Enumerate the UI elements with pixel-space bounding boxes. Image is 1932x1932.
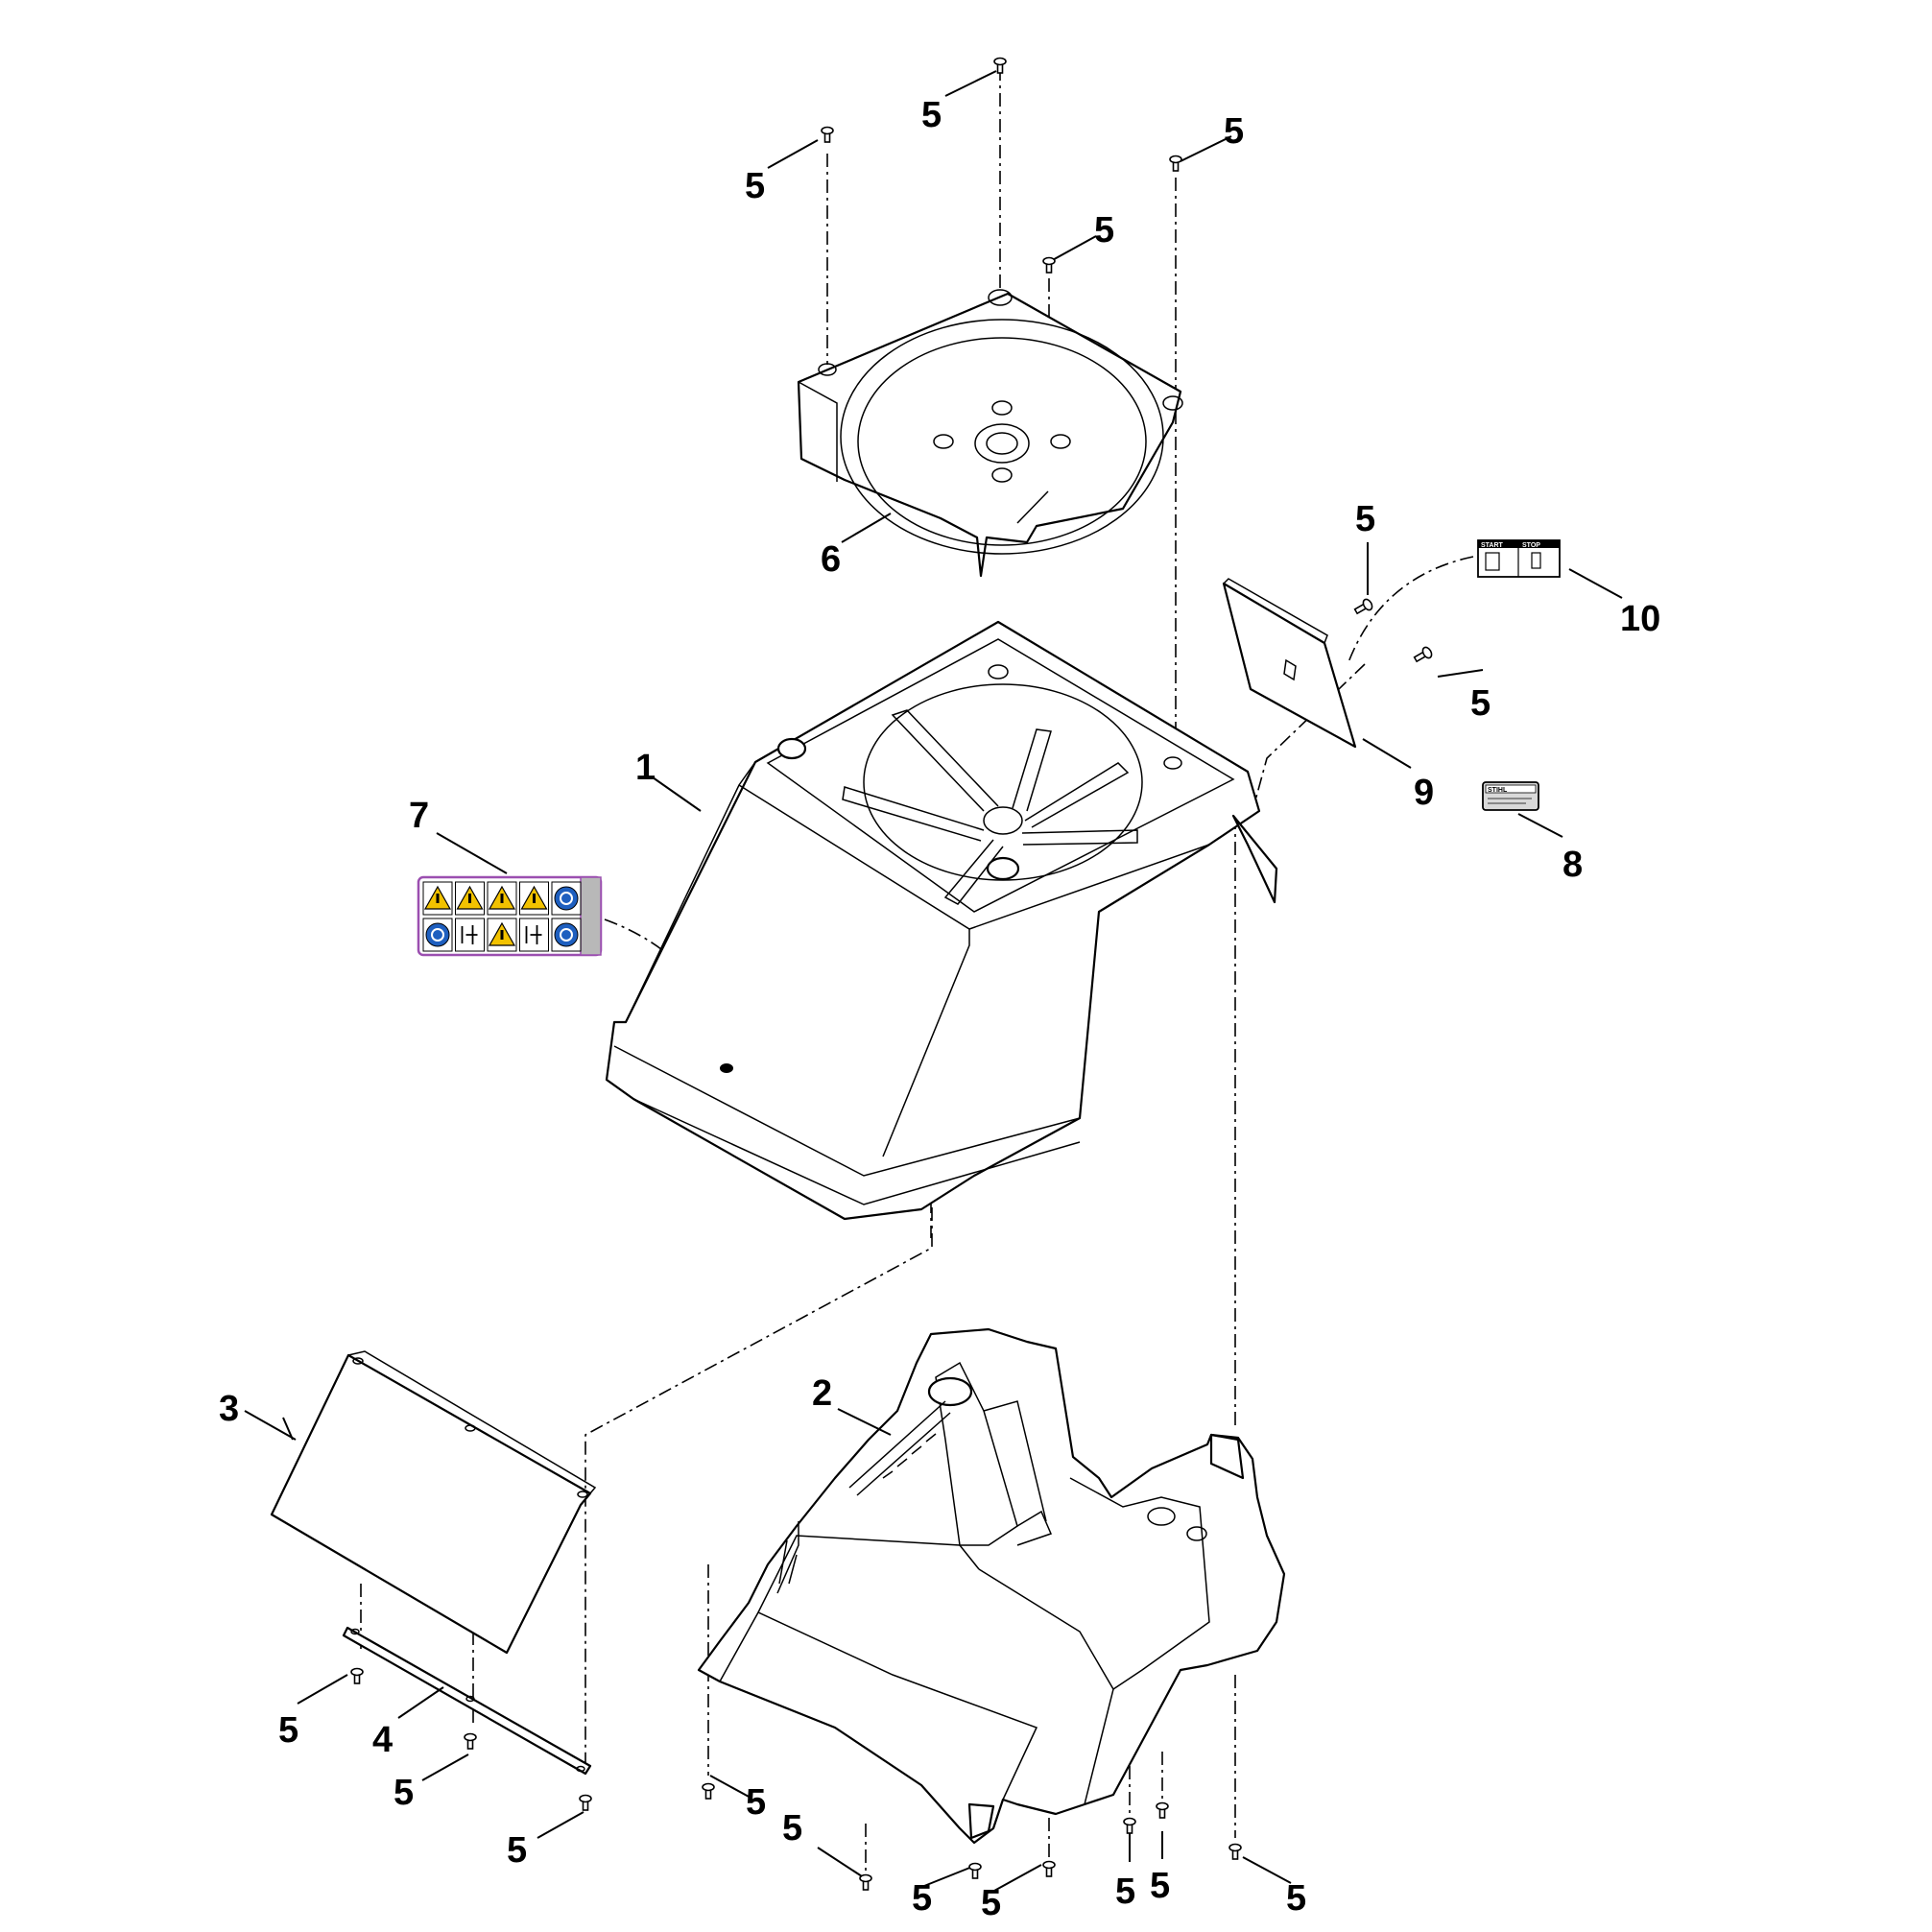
callout-5-e: 5 [1355,499,1375,539]
warning-pictogram-2 [455,881,485,916]
screw-item-5-15 [1156,1801,1169,1819]
callout-5-c: 5 [1224,111,1244,152]
callout-5-i: 5 [507,1830,527,1871]
callout-5-d: 5 [1094,210,1114,250]
screw-item-5-14 [1123,1817,1136,1834]
callout-7: 7 [409,796,429,836]
leader-lines [244,70,1623,1892]
warning-pictogram-1 [422,881,453,916]
warning-pictogram-6 [422,918,453,952]
part-2-lower-housing [697,1327,1286,1845]
callout-8: 8 [1562,845,1583,885]
callout-numbers: 1 2 3 4 6 7 8 9 10 5 5 5 5 5 5 5 5 5 5 5… [219,95,1660,1923]
callout-2: 2 [812,1373,832,1414]
part-10-start-stop-decal: START STOP [1477,539,1561,578]
callout-6: 6 [821,539,841,580]
part-8-nameplate: STIHL [1482,781,1539,811]
callout-4: 4 [372,1720,393,1760]
screw-item-5-4 [1042,256,1056,274]
warning-pictogram-3 [487,881,517,916]
decal-start-text: START [1481,542,1504,549]
callout-5-n: 5 [1115,1872,1135,1912]
screw-item-5-9 [579,1794,592,1811]
part-9-plate [1222,578,1357,749]
callout-5-f: 5 [1470,683,1491,724]
screw-item-5-13 [1042,1860,1056,1877]
callout-5-g: 5 [278,1710,298,1751]
callout-1: 1 [635,748,656,788]
callout-5-j: 5 [746,1782,766,1823]
screw-item-5-11 [859,1873,872,1891]
screw-item-5-8 [464,1732,477,1750]
nameplate-brand-text: STIHL [1488,787,1508,794]
callout-5-k: 5 [782,1808,802,1849]
callout-5-b: 5 [745,166,765,206]
callout-5-o: 5 [1150,1866,1170,1906]
warning-pictogram-4 [519,881,549,916]
callout-3: 3 [219,1389,239,1429]
decal-stop-text: STOP [1522,542,1540,549]
screw-item-5-10 [702,1782,715,1800]
part-3-cover-plate [270,1350,597,1655]
callout-5-a: 5 [921,95,942,135]
screw-item-5-5 [1353,598,1373,615]
part-1-housing [605,620,1278,1221]
screw-item-5-7 [350,1667,364,1684]
screw-item-5-6 [1413,646,1433,663]
callout-5-m: 5 [981,1883,1001,1923]
part-4-strip [342,1626,592,1776]
callout-9: 9 [1414,773,1434,813]
warning-pictogram-7 [455,918,485,952]
warning-pictogram-8 [487,918,517,952]
warning-pictogram-9 [519,918,549,952]
callout-5-h: 5 [394,1773,414,1813]
callout-5-l: 5 [912,1878,932,1919]
callout-5-p: 5 [1286,1878,1306,1919]
part-7-warning-decal [417,875,603,957]
callout-10: 10 [1620,599,1660,639]
screw-group [350,57,1433,1891]
screw-item-5-16 [1228,1843,1242,1860]
warning-pictogram-10 [551,918,582,952]
screw-item-5-12 [968,1862,982,1879]
screw-item-5-1 [993,57,1007,74]
screw-item-5-3 [1169,155,1182,172]
part-6-fan-cover [797,289,1183,578]
screw-item-5-2 [821,126,834,143]
warning-pictogram-5 [551,881,582,916]
